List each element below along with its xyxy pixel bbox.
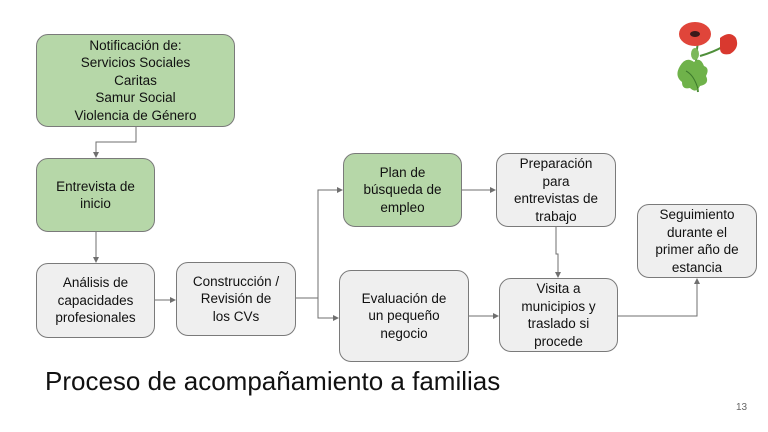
box-preparacion-entrevistas: Preparación para entrevistas de trabajo [496,153,616,227]
box-entrevista-inicio: Entrevista de inicio [36,158,155,232]
box-visita-municipios: Visita a municipios y traslado si proced… [499,278,618,352]
arrow-notificacion-entrevista [93,127,137,158]
box-plan-busqueda: Plan de búsqueda de empleo [343,153,462,227]
arrow-preparacion-visita [555,227,561,278]
box-construccion-cvs: Construcción / Revisión de los CVs [176,262,296,336]
slide-title: Proceso de acompañamiento a familias [45,366,501,396]
arrow-visita-seguimiento [618,278,700,317]
poppy-flower-icon [677,22,738,93]
arrow-construccion-evaluacion [317,298,339,321]
arrow-construccion-plan [296,187,343,299]
box-seguimiento: Seguimiento durante el primer año de est… [637,204,757,278]
page-number: 13 [736,402,748,413]
box-notificacion: Notificación de: Servicios Sociales Cari… [36,34,235,127]
box-evaluacion-negocio: Evaluación de un pequeño negocio [339,270,469,362]
box-analisis-capacidades: Análisis de capacidades profesionales [36,263,155,338]
